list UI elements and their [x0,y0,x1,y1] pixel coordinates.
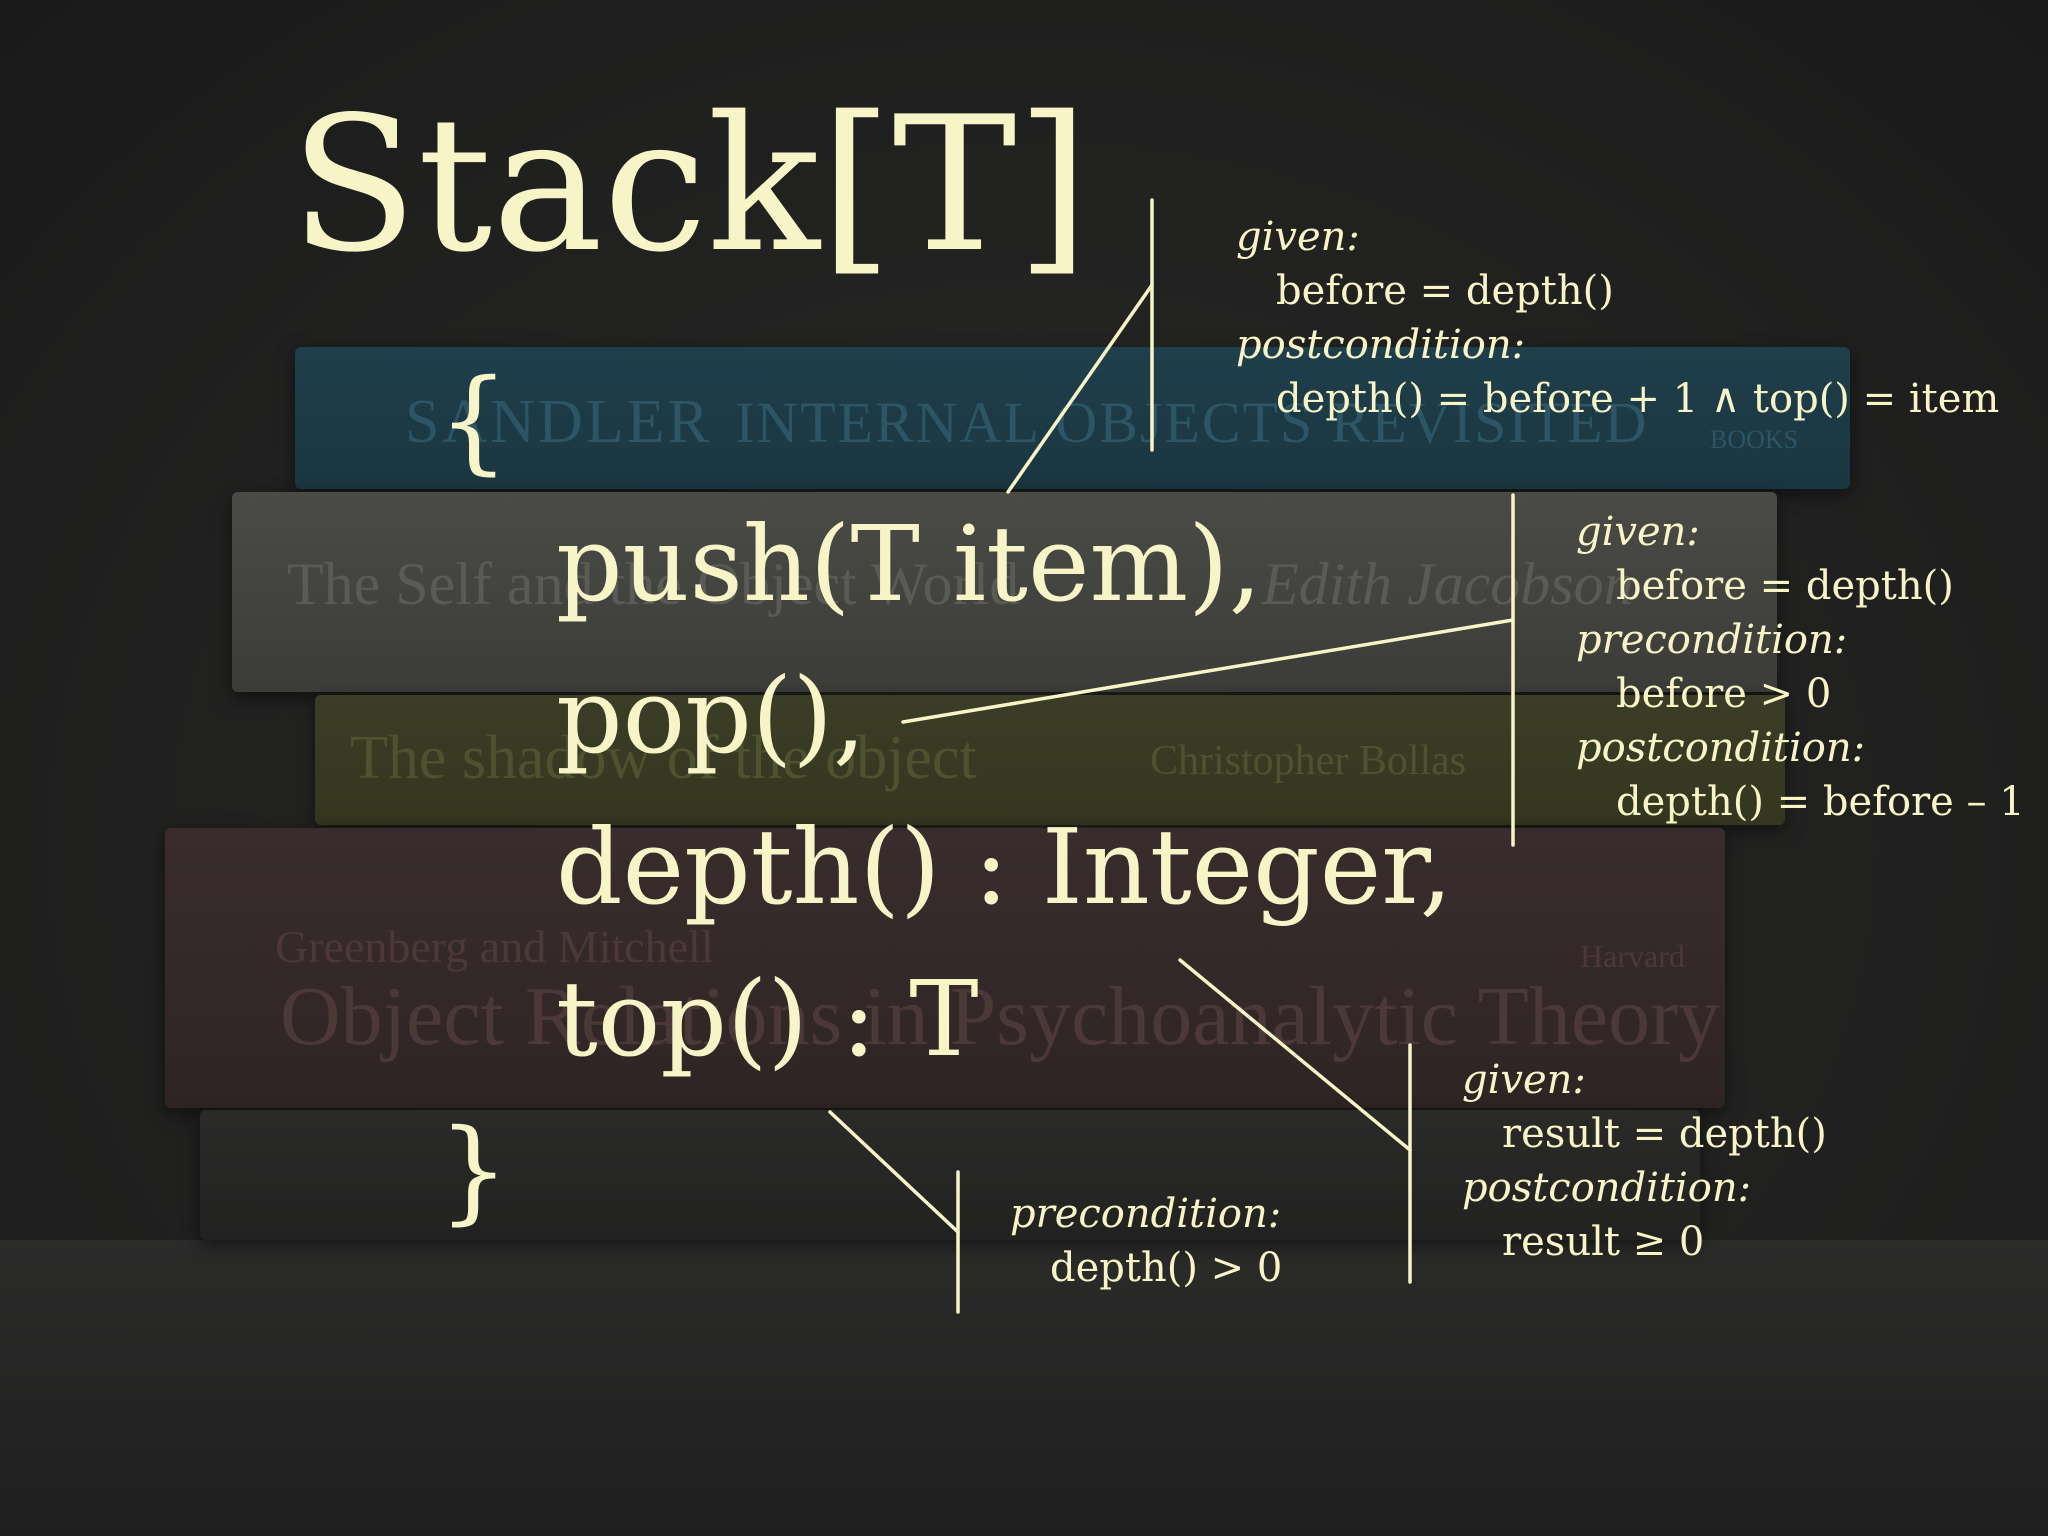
depth-contract: given: result = depth() postcondition: r… [1462,1053,1827,1269]
book-spine-object-relations: Greenberg and Mitchell Object Relations … [165,828,1725,1108]
top-contract-connector [828,1110,960,1234]
top-contract: precondition: depth() > 0 [1010,1187,1282,1295]
book-publisher: BOOKS [1710,425,1799,454]
contract-expression: before = depth() [1276,268,1614,314]
book-title: The shadow of the object [350,724,977,792]
operation-top: top() : T [556,958,979,1080]
depth-contract-connector [1178,958,1412,1152]
contract-keyword: postcondition: [1236,322,1526,368]
contract-expression: before > 0 [1616,671,1832,717]
book-title: Object Relations in Psychoanalytic Theor… [280,970,1721,1063]
close-brace: } [438,1106,510,1236]
contract-keyword: given: [1576,509,1700,555]
book-bottom [200,1110,1700,1240]
book-author: SANDLER [405,388,712,456]
contract-keyword: postcondition: [1576,725,1866,771]
open-brace: { [438,356,510,486]
pop-contract: given: before = depth() precondition: be… [1576,505,2025,829]
contract-keyword: given: [1236,214,1360,260]
book-author: Christopher Bollas [1150,738,1467,784]
book-spine-self-and-object-world: The Self and the Object World Edith Jaco… [232,492,1777,692]
book-spine-shadow-of-the-object: The shadow of the object Christopher Bol… [315,695,1785,825]
push-contract: given: before = depth() postcondition: d… [1236,210,1999,426]
book-spine-sandler: SANDLER INTERNAL OBJECTS REVISITED BOOKS [295,347,1850,489]
operation-depth: depth() : Integer, [556,806,1453,928]
push-contract-connector [1006,283,1154,494]
contract-expression: depth() = before + 1 ∧ top() = item [1276,376,2000,422]
contract-expression: depth() = before – 1 [1616,779,2025,825]
book-author: Greenberg and Mitchell [275,921,714,972]
operation-push: push(T item), [556,503,1262,625]
table-surface [0,1240,2048,1536]
contract-keyword: precondition: [1010,1191,1282,1237]
operation-pop: pop(), [556,655,866,777]
diagram-title: Stack[T] [290,76,1090,293]
contract-keyword: postcondition: [1462,1165,1752,1211]
contract-expression: result = depth() [1502,1111,1827,1157]
pop-contract-connector [901,618,1515,724]
contract-keyword: precondition: [1576,617,1848,663]
contract-keyword: given: [1462,1057,1586,1103]
book-publisher: Harvard [1580,938,1685,974]
book-title: The Self and the Object World [287,551,1020,617]
contract-expression: result ≥ 0 [1502,1219,1705,1265]
contract-expression: before = depth() [1616,563,1954,609]
book-title: INTERNAL OBJECTS REVISITED [735,390,1649,455]
book-author: Edith Jacobson [1262,551,1634,617]
contract-expression: depth() > 0 [1050,1245,1283,1291]
